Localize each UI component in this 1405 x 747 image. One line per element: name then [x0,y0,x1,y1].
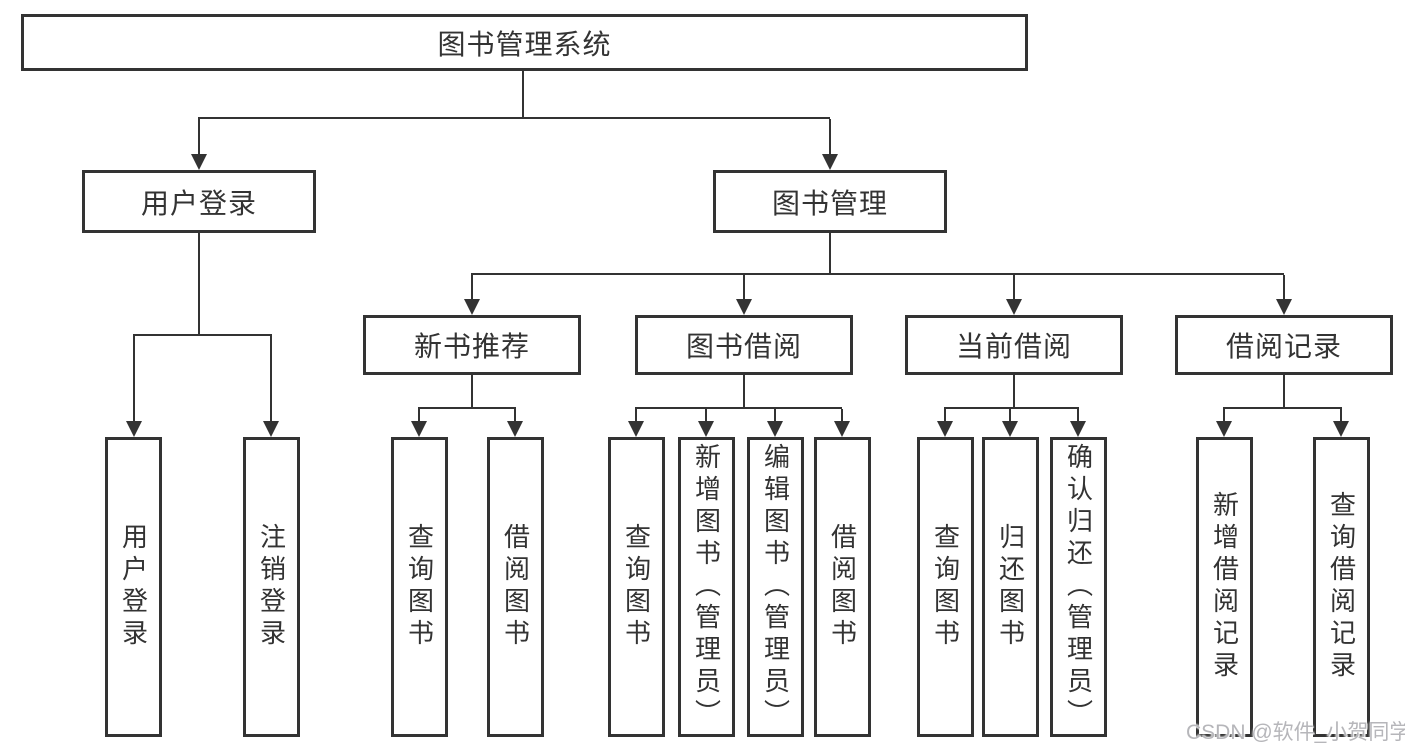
arrow-down-icon [628,421,644,437]
leaf-cb-query-book: 查询图书 [917,437,974,737]
node-book-borrow: 图书借阅 [635,315,853,375]
node-current-borrow: 当前借阅 [905,315,1123,375]
connector-line [270,336,272,421]
leaf-bb-query-book-label: 查询图书 [621,523,652,651]
connector-line [944,407,1079,409]
node-book-borrow-label: 图书借阅 [685,331,802,362]
leaf-cb-return-book: 归还图书 [982,437,1039,737]
connector-line [1223,409,1225,421]
connector-line [514,409,516,421]
leaf-bb-query-book: 查询图书 [608,437,665,737]
connector-line [133,336,135,421]
connector-line [829,119,831,154]
connector-line [635,407,842,409]
connector-line [841,409,843,421]
connector-line [1340,409,1342,421]
node-root-label: 图书管理系统 [437,28,612,60]
arrow-down-icon [937,421,953,437]
leaf-bb-borrow-book-label: 借阅图书 [827,523,858,651]
node-user-login: 用户登录 [82,170,316,233]
node-new-book-recommend-label: 新书推荐 [413,331,530,362]
connector-line [743,275,745,301]
leaf-br-add-record: 新增借阅记录 [1196,437,1253,737]
node-new-book-recommend: 新书推荐 [363,315,581,375]
connector-line [522,71,524,119]
csdn-watermark: CSDN @软件_小贺同学 [1186,721,1405,744]
leaf-br-add-record-label: 新增借阅记录 [1209,491,1240,683]
node-borrow-record: 借阅记录 [1175,315,1393,375]
connector-line [471,375,473,407]
connector-line [1283,275,1285,301]
node-book-management: 图书管理 [713,170,947,233]
leaf-nb-query-book-label: 查询图书 [404,523,435,651]
arrow-down-icon [698,421,714,437]
arrow-down-icon [1006,299,1022,315]
arrow-down-icon [1276,299,1292,315]
connector-line [944,409,946,421]
connector-line [471,273,1284,275]
arrow-down-icon [1333,421,1349,437]
arrow-down-icon [263,421,279,437]
connector-line [1013,375,1015,407]
arrow-down-icon [834,421,850,437]
connector-line [418,409,420,421]
arrow-down-icon [464,299,480,315]
node-root: 图书管理系统 [21,14,1028,71]
leaf-nb-borrow-book: 借阅图书 [487,437,544,737]
connector-line [635,409,637,421]
leaf-bb-borrow-book: 借阅图书 [814,437,871,737]
leaf-br-query-record-label: 查询借阅记录 [1326,491,1357,683]
arrow-down-icon [822,154,838,170]
leaf-user-login: 用户登录 [105,437,162,737]
leaf-logout: 注销登录 [243,437,300,737]
arrow-down-icon [1070,421,1086,437]
node-book-management-label: 图书管理 [771,187,888,219]
connector-line [743,375,745,407]
arrow-down-icon [1002,421,1018,437]
leaf-nb-borrow-book-label: 借阅图书 [500,523,531,651]
connector-line [774,409,776,421]
connector-line [471,275,473,301]
arrow-down-icon [126,421,142,437]
leaf-bb-add-book-admin-label: 新增图书（管理员） [691,443,722,731]
leaf-bb-edit-book-admin: 编辑图书（管理员） [747,437,804,737]
leaf-cb-return-book-label: 归还图书 [995,523,1026,651]
node-borrow-record-label: 借阅记录 [1225,331,1342,362]
leaf-user-login-label: 用户登录 [118,523,149,651]
leaf-cb-query-book-label: 查询图书 [930,523,961,651]
node-current-borrow-label: 当前借阅 [955,331,1072,362]
connector-line [198,233,200,334]
connector-line [418,407,516,409]
connector-line [133,334,272,336]
arrow-down-icon [1216,421,1232,437]
connector-line [1013,275,1015,301]
arrow-down-icon [507,421,523,437]
connector-line [1009,409,1011,421]
arrow-down-icon [767,421,783,437]
node-user-login-label: 用户登录 [140,187,257,219]
arrow-down-icon [736,299,752,315]
leaf-nb-query-book: 查询图书 [391,437,448,737]
connector-line [829,233,831,273]
leaf-bb-edit-book-admin-label: 编辑图书（管理员） [760,443,791,731]
leaf-br-query-record: 查询借阅记录 [1313,437,1370,737]
leaf-logout-label: 注销登录 [256,523,287,651]
connector-line [198,119,200,154]
arrow-down-icon [191,154,207,170]
connector-line [1077,409,1079,421]
leaf-cb-confirm-return-admin-label: 确认归还（管理员） [1063,443,1094,731]
arrow-down-icon [411,421,427,437]
leaf-bb-add-book-admin: 新增图书（管理员） [678,437,735,737]
connector-line [198,117,830,119]
connector-line [1223,407,1342,409]
connector-line [705,409,707,421]
leaf-cb-confirm-return-admin: 确认归还（管理员） [1050,437,1107,737]
connector-line [1283,375,1285,407]
